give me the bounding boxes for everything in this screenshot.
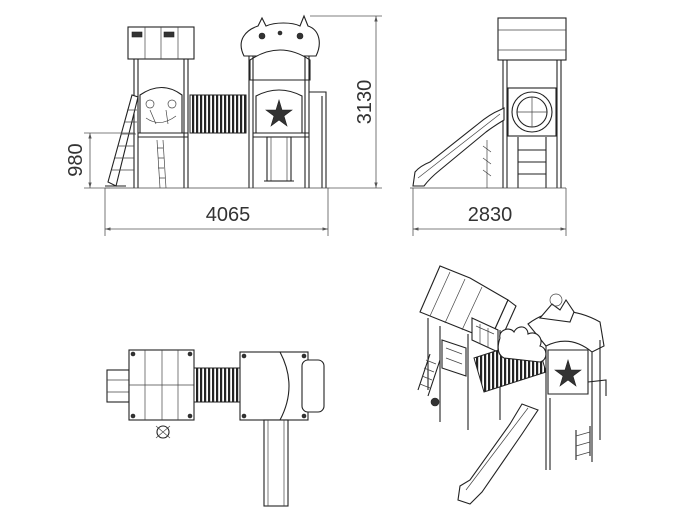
isometric-view [417, 265, 607, 505]
dimension-front-width: 4065 [206, 204, 251, 226]
plan-view [106, 349, 325, 507]
front-view [105, 14, 330, 189]
dimension-lines [84, 15, 567, 236]
side-view [410, 17, 567, 189]
dimension-total-height: 3130 [354, 80, 376, 125]
dimension-side-width: 2830 [468, 204, 513, 226]
dimension-platform-height: 980 [65, 143, 87, 176]
